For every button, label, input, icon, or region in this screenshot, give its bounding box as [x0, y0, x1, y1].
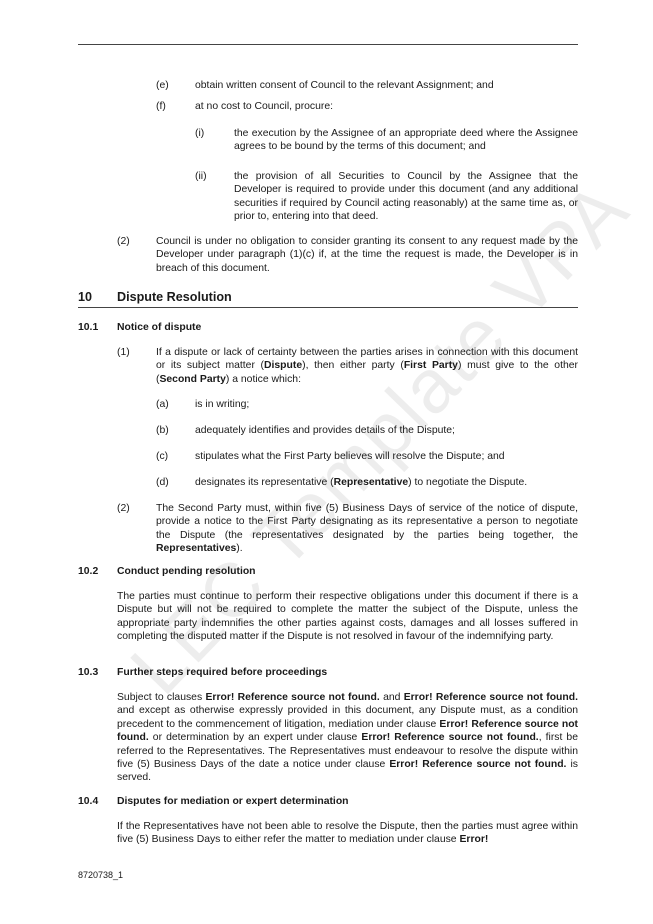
- clause-10-1-para-1-text: If a dispute or lack of certainty betwee…: [156, 347, 578, 385]
- clause-number: 10.3: [78, 667, 99, 678]
- section-10-heading: 10 Dispute Resolution: [78, 290, 578, 308]
- para-2-label: (2): [117, 236, 130, 247]
- error-reference: Error! Reference source not found.: [389, 759, 567, 771]
- clause-10-4-text: If the Representatives have not been abl…: [117, 821, 578, 846]
- clause-number: 10.1: [78, 322, 99, 333]
- clause-title: Conduct pending resolution: [117, 566, 256, 577]
- clause-title: Notice of dispute: [117, 322, 202, 333]
- section-number: 10: [78, 290, 93, 304]
- item-e-label: (e): [156, 80, 169, 91]
- error-reference: Error! Reference source not found.: [361, 732, 539, 744]
- item-f-text: at no cost to Council, procure:: [195, 101, 334, 112]
- clause-10-1-para-2-label: (2): [117, 503, 130, 514]
- item-c-text: stipulates what the First Party believes…: [195, 451, 505, 462]
- clause-10-1-para-2-text: The Second Party must, within five (5) B…: [156, 503, 578, 555]
- item-d-text: designates its representative (Represent…: [195, 477, 528, 488]
- error-reference: Error! Reference source not found.: [205, 692, 380, 703]
- item-b-text: adequately identifies and provides detai…: [195, 425, 455, 436]
- section-title: Dispute Resolution: [117, 290, 232, 304]
- para-2-text: Council is under no obligation to consid…: [156, 236, 578, 274]
- clause-title: Further steps required before proceeding…: [117, 667, 328, 678]
- document-id: 8720738_1: [78, 870, 124, 880]
- item-ii-text: the provision of all Securities to Counc…: [234, 171, 578, 223]
- clause-10-3-text: Subject to clauses Error! Reference sour…: [117, 692, 579, 784]
- error-reference: Error! Reference source not found.: [117, 718, 579, 744]
- item-i-label: (i): [195, 128, 205, 139]
- item-i-text: the execution by the Assignee of an appr…: [234, 128, 578, 153]
- header-rule: [78, 44, 578, 45]
- item-a-label: (a): [156, 399, 169, 410]
- error-reference: Error! Reference source not found.: [403, 692, 578, 703]
- item-a-text: is in writing;: [195, 399, 250, 410]
- clause-number: 10.2: [78, 566, 99, 577]
- item-e-text: obtain written consent of Council to the…: [195, 80, 494, 91]
- error-reference: Error!: [459, 834, 489, 846]
- item-b-label: (b): [156, 425, 169, 436]
- clause-title: Disputes for mediation or expert determi…: [117, 796, 349, 807]
- item-c-label: (c): [156, 451, 169, 462]
- clause-10-2-text: The parties must continue to perform the…: [117, 591, 578, 643]
- clause-10-1-para-1-label: (1): [117, 347, 130, 358]
- item-f-label: (f): [156, 101, 166, 112]
- item-ii-label: (ii): [195, 171, 207, 182]
- clause-number: 10.4: [78, 796, 99, 807]
- item-d-label: (d): [156, 477, 169, 488]
